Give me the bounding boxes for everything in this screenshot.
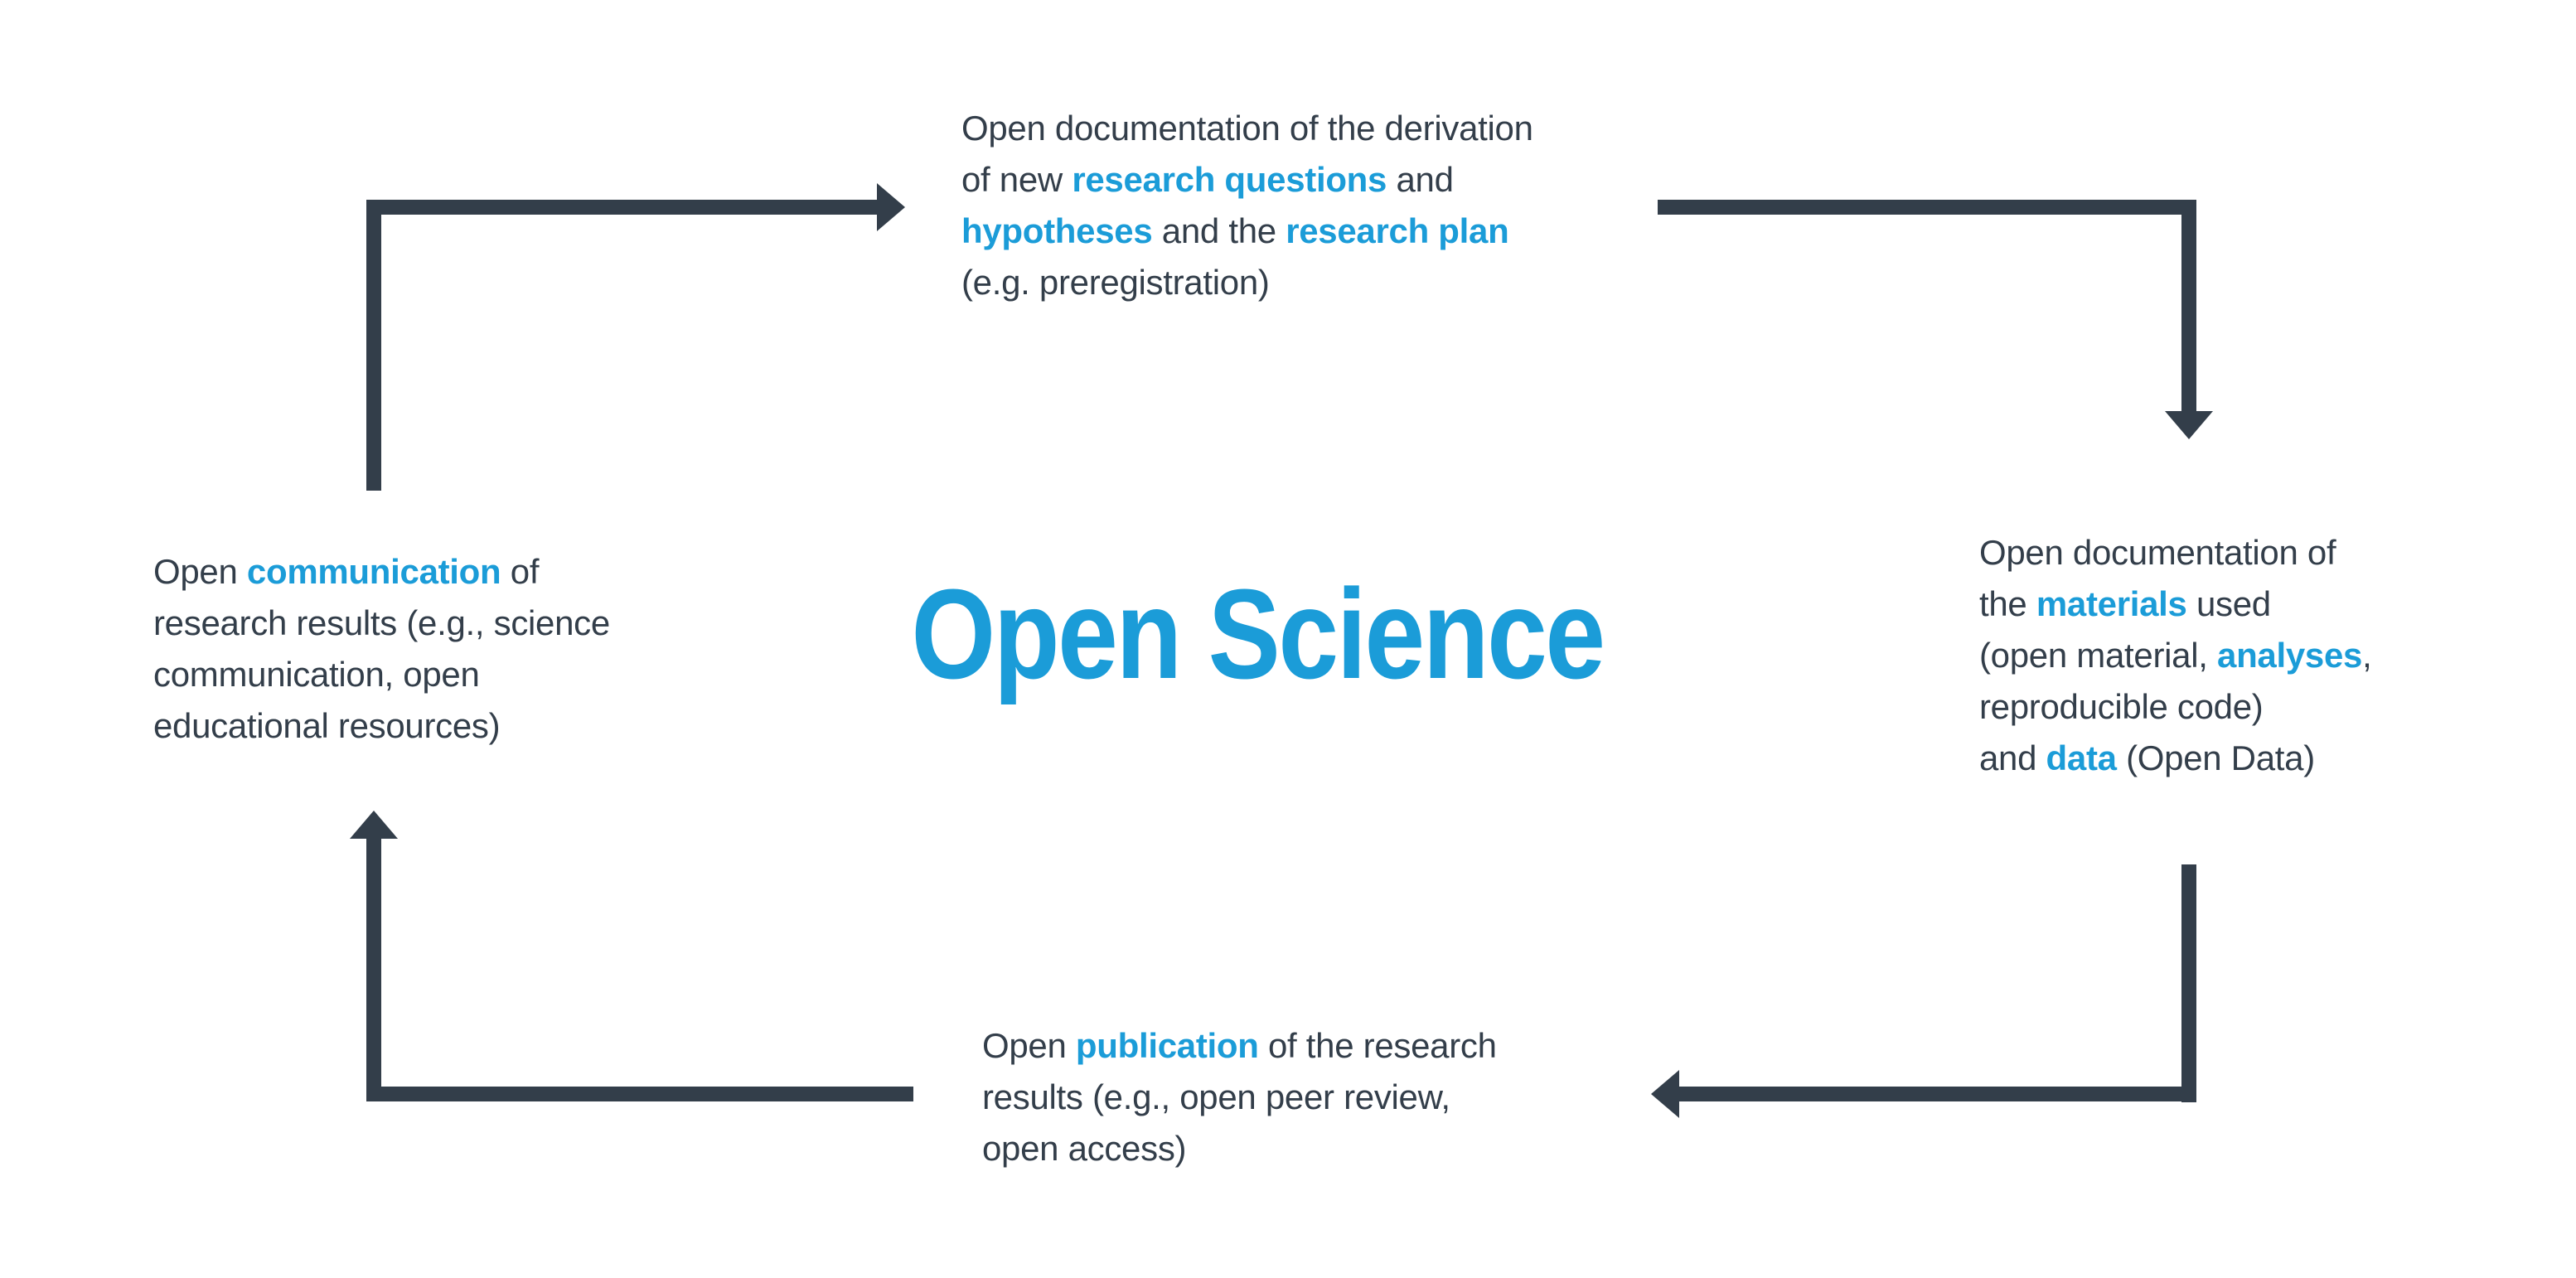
text-segment: used <box>2186 584 2271 623</box>
arrow-left-icon <box>1651 1070 1679 1118</box>
text-segment: Open documentation of <box>1979 533 2336 572</box>
node-research-questions: Open documentation of the derivation of n… <box>961 103 1533 308</box>
text-segment: , <box>2362 636 2372 675</box>
text-segment: Open <box>153 552 247 591</box>
text-line: the materials used <box>1979 578 2371 630</box>
text-line: educational resources) <box>153 700 610 752</box>
text-line: (open material, analyses, <box>1979 630 2372 681</box>
node-publication: Open publication of the research results … <box>982 1020 1497 1174</box>
text-line: results (e.g., open peer review, <box>982 1072 1497 1123</box>
text-segment: of new <box>961 160 1073 199</box>
node-communication: Open communication of research results (e… <box>153 546 610 752</box>
accent-keyword: hypotheses <box>961 211 1153 250</box>
text-line: Open communication of <box>153 546 610 598</box>
text-line: reproducible code) <box>1979 681 2371 733</box>
arrow-up-icon <box>350 811 398 839</box>
arrow-segment <box>1678 1087 2196 1101</box>
arrow-segment <box>374 1087 913 1101</box>
text-segment: (open material, <box>1979 636 2218 675</box>
text-line: open access) <box>982 1123 1497 1174</box>
text-segment: and <box>1979 738 2046 777</box>
arrow-right-icon <box>877 183 905 231</box>
text-segment: educational resources) <box>153 706 501 745</box>
diagram-title: Open Science <box>911 563 1605 705</box>
text-segment: of <box>501 552 540 591</box>
text-segment: reproducible code) <box>1979 687 2264 726</box>
text-line: research results (e.g., science <box>153 598 610 649</box>
text-segment: and the <box>1152 211 1286 250</box>
text-segment: open access) <box>982 1129 1187 1168</box>
text-line: communication, open <box>153 649 610 700</box>
text-segment: (Open Data) <box>2116 738 2315 777</box>
arrow-segment <box>2181 200 2196 413</box>
text-segment: of the research <box>1258 1026 1497 1065</box>
text-segment: (e.g. preregistration) <box>961 263 1270 302</box>
text-line: Open documentation of <box>1979 527 2371 578</box>
accent-keyword: analyses <box>2217 636 2363 675</box>
text-segment: and <box>1387 160 1454 199</box>
text-segment: communication, open <box>153 655 480 694</box>
accent-keyword: data <box>2046 738 2117 777</box>
text-segment: results (e.g., open peer review, <box>982 1077 1450 1116</box>
arrow-segment <box>1658 200 2196 215</box>
text-line: of new research questions and <box>961 154 1533 206</box>
arrow-segment <box>366 839 381 1101</box>
text-line: hypotheses and the research plan <box>961 206 1533 257</box>
arrow-segment <box>2181 864 2196 1102</box>
arrow-segment <box>366 200 879 215</box>
arrow-segment <box>366 200 381 491</box>
text-line: and data (Open Data) <box>1979 733 2371 784</box>
text-segment: Open <box>982 1026 1076 1065</box>
accent-keyword: research questions <box>1072 160 1387 199</box>
accent-keyword: communication <box>246 552 501 591</box>
accent-keyword: research plan <box>1286 211 1509 250</box>
text-segment: Open documentation of the derivation <box>961 109 1533 148</box>
text-line: Open publication of the research <box>982 1020 1497 1072</box>
arrow-down-icon <box>2165 411 2213 439</box>
text-line: Open documentation of the derivation <box>961 103 1533 154</box>
text-segment: research results (e.g., science <box>153 603 610 642</box>
text-line: (e.g. preregistration) <box>961 257 1533 308</box>
text-segment: the <box>1979 584 2036 623</box>
accent-keyword: publication <box>1075 1026 1259 1065</box>
accent-keyword: materials <box>2036 584 2187 623</box>
